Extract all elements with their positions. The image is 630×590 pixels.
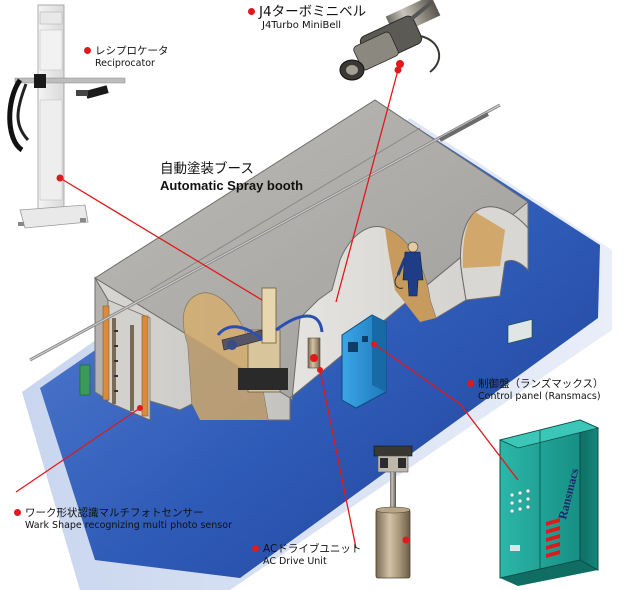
control-panel-label-en: Control panel (Ransmacs) (478, 391, 601, 402)
control-panel-label-ja: 制御盤（ランズマックス） (478, 378, 604, 390)
booth-control-cabinet (341, 314, 387, 409)
sensor-label-en: Wark Shape recognizing multi photo senso… (25, 520, 232, 531)
minibell-label: J4ターボミニベル J4Turbo MiniBell (248, 4, 366, 32)
reciprocator-label-en: Reciprocator (95, 58, 155, 69)
sensor-label: ワーク形状認識マルチフォトセンサー Wark Shape recognizing… (14, 507, 232, 532)
ac-drive-label: ACドライブユニット AC Drive Unit (252, 543, 361, 568)
red-dot-icon (252, 544, 259, 552)
red-dot-icon (84, 46, 91, 54)
callout-dots (56, 66, 402, 411)
red-dot-icon (14, 508, 21, 516)
ac-drive-label-en: AC Drive Unit (263, 556, 327, 567)
ac-drive-label-ja: ACドライブユニット (263, 543, 362, 555)
booth-label-en: Automatic Spray booth (160, 178, 304, 193)
control-panel-image (498, 318, 600, 586)
booth-label: 自動塗装ブース Automatic Spray booth (160, 161, 303, 194)
interior-robot (216, 287, 324, 393)
callout-lines (15, 69, 519, 549)
spray-booth (29, 99, 529, 421)
red-dot-icon (467, 379, 474, 387)
reciprocator-label-ja: レシプロケータ (95, 45, 169, 57)
minibell-label-ja: J4ターボミニベル (259, 4, 367, 20)
ac-drive-image (373, 445, 413, 579)
booth-label-ja: 自動塗装ブース (160, 161, 254, 177)
minibell-image (339, 0, 441, 81)
reciprocator-image (7, 4, 126, 229)
worker-figure (394, 241, 424, 297)
minibell-label-en: J4Turbo MiniBell (262, 20, 342, 31)
sensor-label-ja: ワーク形状認識マルチフォトセンサー (25, 507, 204, 519)
red-dot-icon (248, 7, 255, 15)
reciprocator-label: レシプロケータ Reciprocator (84, 45, 169, 70)
control-panel-label: 制御盤（ランズマックス） Control panel (Ransmacs) (467, 378, 603, 403)
